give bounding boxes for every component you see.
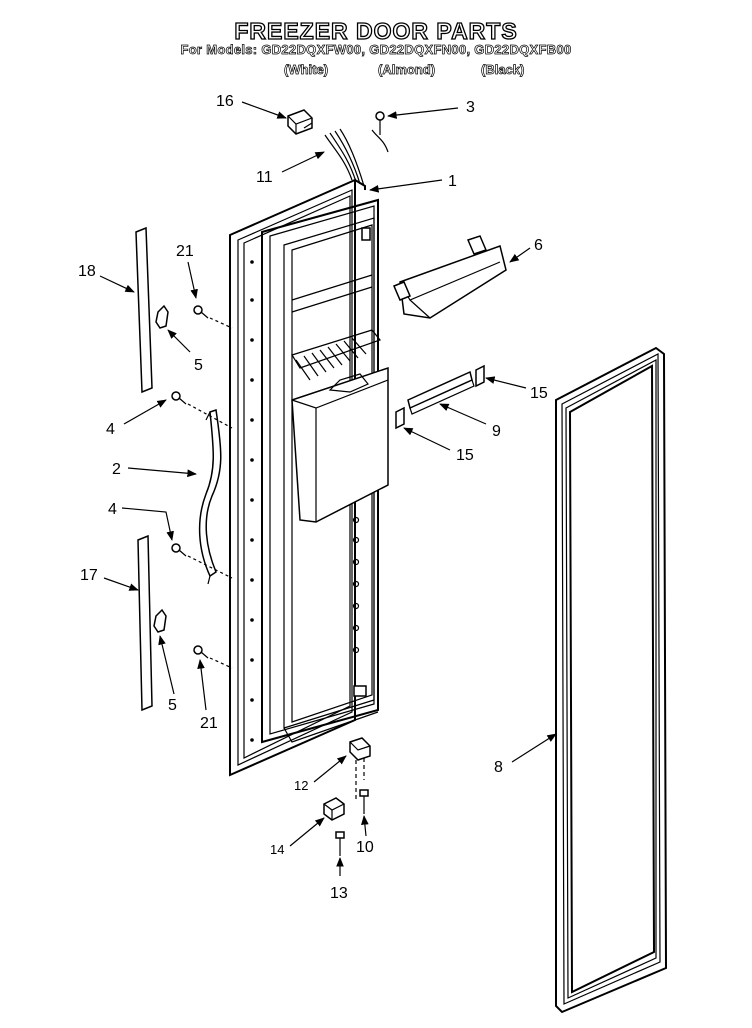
callout-labels: 16 3 11 1 21 18 6 5 15 4 9 15 2 4 17 5 2… <box>78 93 548 902</box>
callout-13: 13 <box>330 885 348 902</box>
callout-4-upper: 4 <box>106 421 115 438</box>
callout-12: 12 <box>294 778 308 793</box>
callout-14: 14 <box>270 842 284 857</box>
connector-16 <box>287 109 313 135</box>
freezer-door <box>229 178 389 777</box>
guide-rail-9 <box>407 370 475 415</box>
variant-black: (Black) <box>481 62 525 78</box>
clip-5-upper <box>155 304 169 329</box>
screw-21-lower <box>193 645 233 669</box>
clip-15-lower <box>395 406 405 430</box>
clip-5-lower <box>153 608 167 633</box>
callout-5-lower: 5 <box>168 697 177 714</box>
screw-13 <box>335 831 345 856</box>
door-handle-2 <box>198 409 222 585</box>
callout-21-lower: 21 <box>200 715 218 732</box>
clip-15-upper <box>475 364 485 388</box>
hinge-bracket-12 <box>349 737 371 800</box>
door-shelf-6 <box>393 235 507 319</box>
dispenser-housing <box>291 366 389 523</box>
door-gasket-8 <box>555 346 668 1014</box>
wire-harness <box>324 128 365 187</box>
trim-strip-17 <box>137 534 153 712</box>
callout-6: 6 <box>534 237 543 254</box>
callout-9: 9 <box>492 423 501 440</box>
screw-10 <box>359 789 369 814</box>
screw-4-lower <box>171 543 233 579</box>
callout-16: 16 <box>216 93 234 110</box>
callout-8: 8 <box>494 759 503 776</box>
callout-18: 18 <box>78 263 96 280</box>
callout-4-lower: 4 <box>108 501 117 518</box>
ground-screw-3 <box>371 111 389 153</box>
leader-lines <box>99 101 557 876</box>
door-edge-screws <box>250 260 254 742</box>
dispenser-grille <box>291 329 381 381</box>
callout-1: 1 <box>448 173 457 190</box>
models-line: For Models: GD22DQXFW00, GD22DQXFN00, GD… <box>180 42 572 58</box>
trim-strip-18 <box>135 226 153 394</box>
callout-11: 11 <box>256 169 273 186</box>
screw-4-upper <box>171 391 233 429</box>
liner-bosses <box>352 516 360 654</box>
callout-5-upper: 5 <box>194 357 203 374</box>
diagram-title: FREEZER DOOR PARTS <box>234 17 518 44</box>
hinge-block-14 <box>323 797 345 821</box>
callout-15-upper: 15 <box>530 385 548 402</box>
callout-15-lower: 15 <box>456 447 474 464</box>
callout-10: 10 <box>356 839 374 856</box>
variant-almond: (Almond) <box>378 62 436 78</box>
screw-21-upper <box>193 305 233 329</box>
callout-17: 17 <box>80 567 98 584</box>
callout-2: 2 <box>112 461 121 478</box>
callout-21-upper: 21 <box>176 243 194 260</box>
callout-3: 3 <box>466 99 475 116</box>
variant-white: (White) <box>284 62 329 78</box>
